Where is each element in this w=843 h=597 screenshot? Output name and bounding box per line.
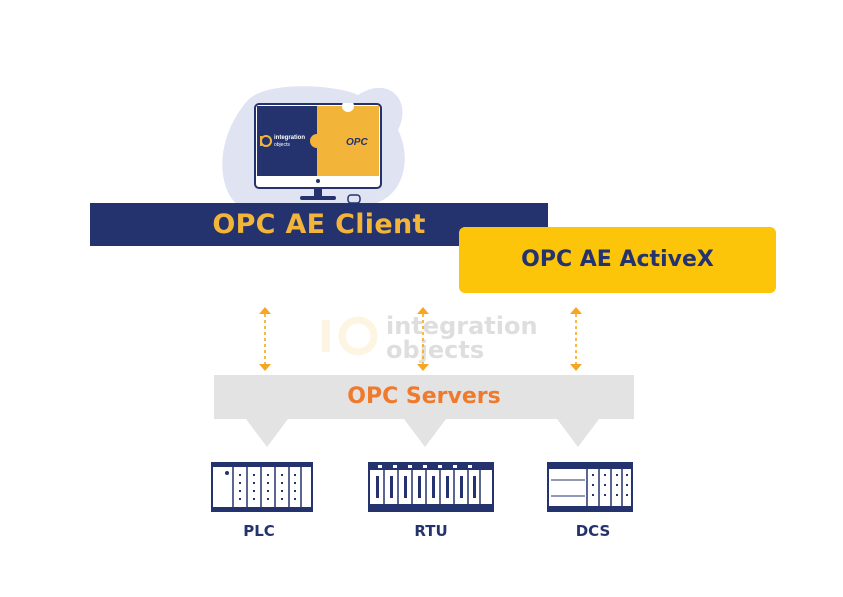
servers-bar bbox=[214, 375, 634, 447]
servers-label: OPC Servers bbox=[347, 384, 501, 409]
activex-box bbox=[459, 227, 776, 293]
plc-rack-icon bbox=[211, 462, 313, 512]
monitor-opc-text: OPC bbox=[346, 137, 368, 148]
watermark-logo bbox=[322, 316, 378, 356]
computer-monitor-icon: integration objects OPC bbox=[254, 103, 382, 204]
watermark-text-2: objects bbox=[386, 336, 485, 364]
double-arrow-icon bbox=[570, 307, 582, 371]
device-label-dcs: DCS bbox=[575, 522, 611, 540]
rtu-rack-icon bbox=[368, 462, 494, 512]
monitor-logo-text-2: objects bbox=[274, 142, 290, 148]
watermark-text-1: integration bbox=[386, 312, 538, 340]
device-label-plc: PLC bbox=[243, 522, 275, 540]
double-arrow-icon bbox=[417, 307, 429, 371]
device-label-rtu: RTU bbox=[414, 522, 448, 540]
double-arrow-icon bbox=[259, 307, 271, 371]
dcs-rack-icon bbox=[547, 462, 633, 512]
activex-label: OPC AE ActiveX bbox=[521, 247, 714, 272]
client-label: OPC AE Client bbox=[212, 209, 426, 240]
monitor-logo-text-1: integration bbox=[274, 135, 305, 141]
